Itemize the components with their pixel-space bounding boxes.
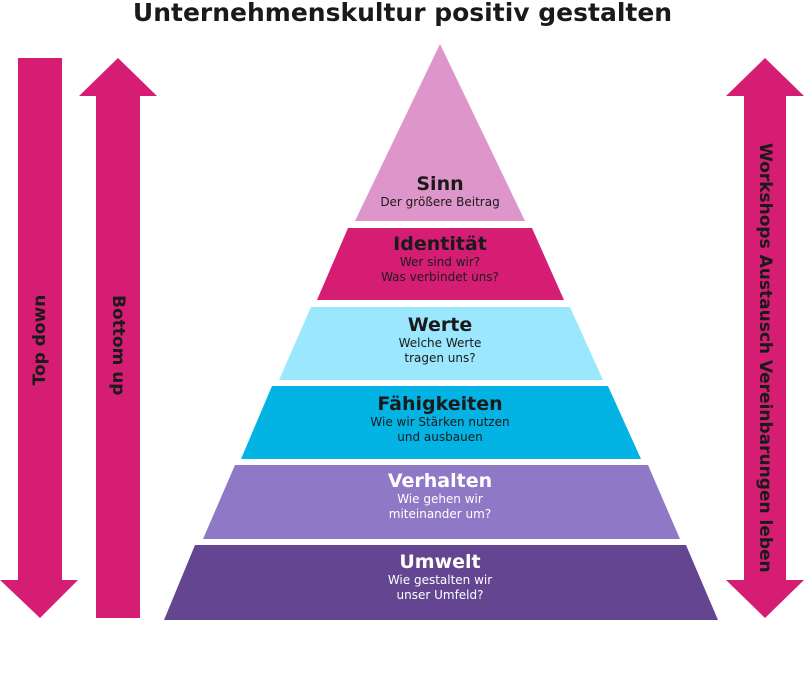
tier-subtitle: Was verbindet uns? [381,270,499,284]
tier-subtitle: miteinander um? [388,507,492,521]
tier-identitaet: Identität Wer sind wir? Was verbindet un… [340,233,540,285]
tier-subtitle: unser Umfeld? [396,588,484,602]
tier-subtitle: tragen uns? [404,351,476,365]
tier-title: Verhalten [387,470,493,492]
diagram-title: Unternehmenskultur positiv gestalten [132,0,673,27]
tier-verhalten-shape [203,465,680,539]
tier-subtitle: Wie wir Stärken nutzen [370,415,510,429]
tier-werte: Werte Welche Werte tragen uns? [340,314,540,366]
workshops-label: Workshops Austausch Vereinbarungen leben [755,143,775,573]
bottom-up-label: Bottom up [108,295,128,396]
tier-faehigkeiten: Fähigkeiten Wie wir Stärken nutzen und a… [320,393,560,445]
top-down-arrow [0,58,78,618]
tier-umwelt-shape [164,545,718,620]
tier-werte-shape [279,307,603,380]
tier-sinn-shape [355,44,525,221]
tier-verhalten: Verhalten Wie gehen wir miteinander um? [340,470,540,522]
tier-subtitle: Wie gestalten wir [387,573,493,587]
tier-umwelt: Umwelt Wie gestalten wir unser Umfeld? [340,551,540,603]
tier-subtitle: Wie gehen wir [397,492,483,506]
bottom-up-arrow [79,58,157,618]
tier-title: Identität [393,233,487,255]
tier-identitaet-shape [317,228,564,300]
tier-faehigkeiten-shape [241,386,641,459]
tier-title: Fähigkeiten [377,393,503,415]
tier-title: Werte [407,314,473,336]
top-down-label: Top down [30,294,50,386]
workshops-double-arrow [726,58,804,618]
tier-title: Sinn [416,173,464,195]
tier-subtitle: Welche Werte [398,336,482,350]
tier-sinn: Sinn Der größere Beitrag [340,173,540,210]
tier-title: Umwelt [399,551,481,573]
tier-subtitle: und ausbauen [397,430,483,444]
tier-subtitle: Der größere Beitrag [380,195,500,209]
tier-subtitle: Wer sind wir? [399,255,481,269]
